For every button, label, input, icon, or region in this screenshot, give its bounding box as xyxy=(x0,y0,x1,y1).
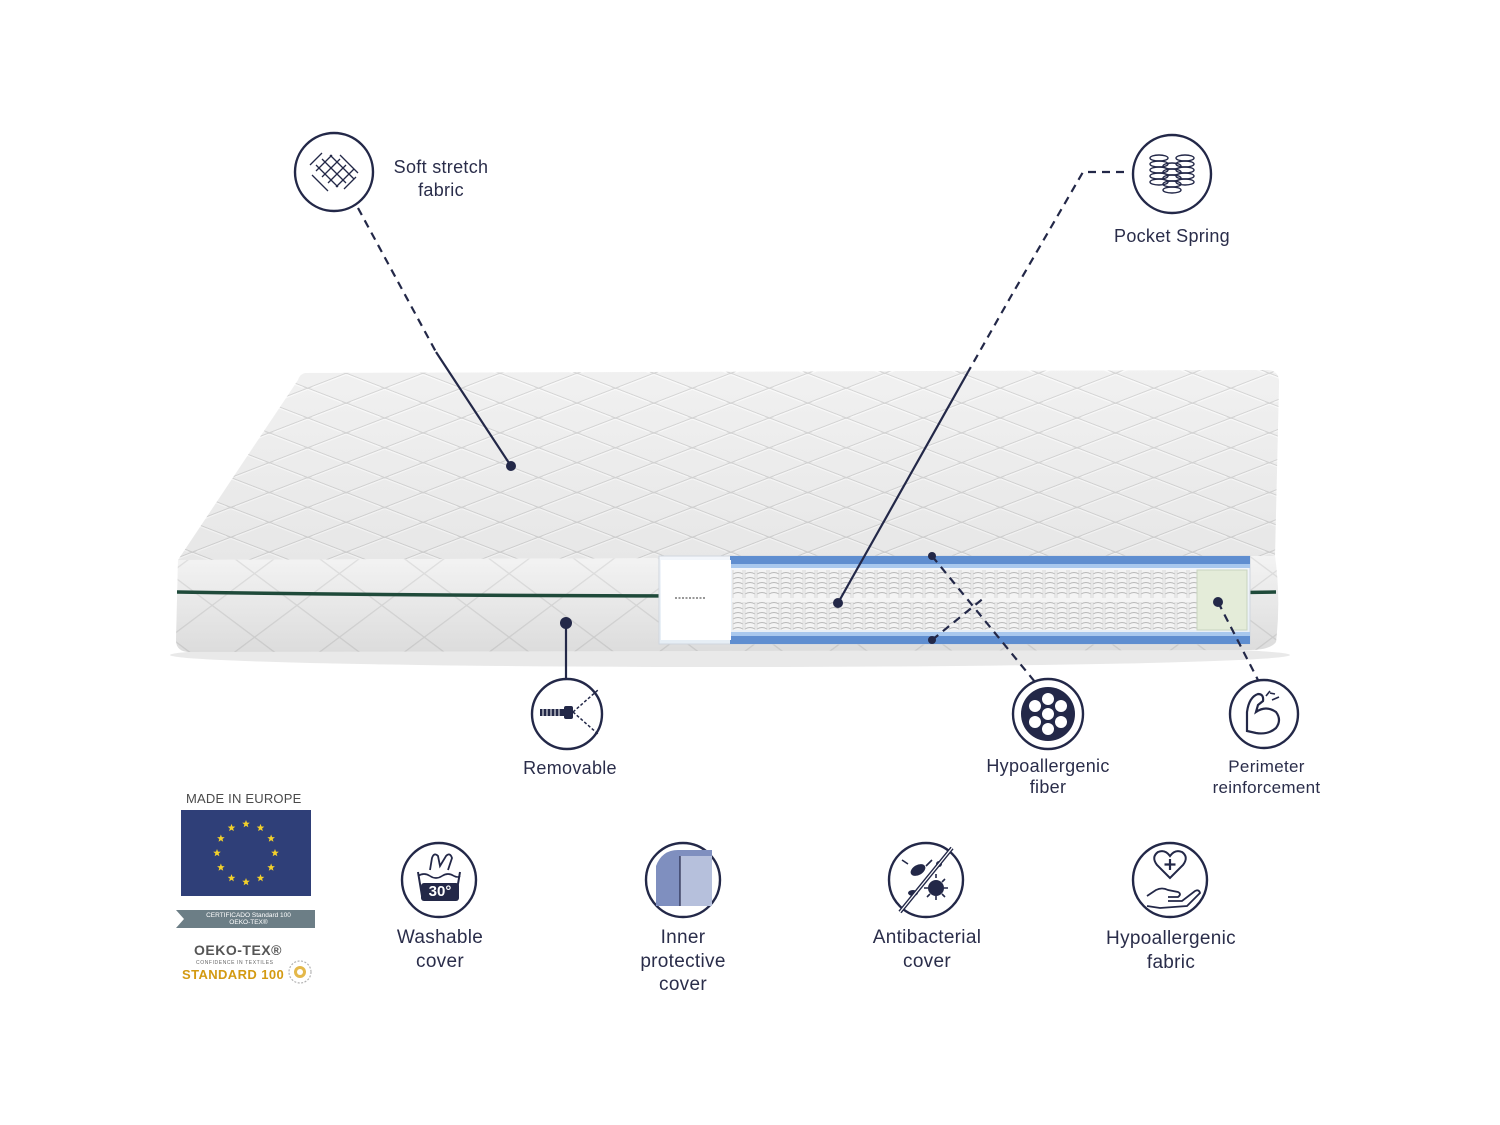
pocket-spring-icon xyxy=(1131,133,1213,215)
eu-star xyxy=(267,834,275,842)
callout-line: Perimeter xyxy=(1228,757,1305,776)
callout-removable: Removable xyxy=(505,757,635,780)
callout-line: reinforcement xyxy=(1212,778,1321,797)
fabric-weave-icon xyxy=(293,131,375,213)
callout-perimeter-reinforcement: Perimeter reinforcement xyxy=(1194,756,1339,798)
eu-star xyxy=(271,849,279,857)
eu-star xyxy=(242,820,250,828)
callout-pocket-spring: Pocket Spring xyxy=(1100,225,1244,248)
callout-line: Hypoallergenic xyxy=(986,756,1110,776)
eu-star xyxy=(227,874,236,882)
feature-line: fabric xyxy=(1146,951,1196,973)
eu-flag xyxy=(181,810,311,896)
eu-star xyxy=(213,849,221,857)
feature-washable-cover: Washable cover xyxy=(374,926,506,973)
feature-hypoallergenic-fabric: Hypoallergenic fabric xyxy=(1090,927,1252,974)
inner-cover-icon xyxy=(644,841,722,919)
oeko-tex-logo-title: OEKO-TEX® xyxy=(194,942,282,958)
feature-line: Inner xyxy=(660,927,706,948)
callout-line: fiber xyxy=(1029,777,1067,797)
feature-antibacterial-cover: Antibacterial cover xyxy=(852,926,1002,973)
mattress-cutaway xyxy=(658,555,1251,645)
callout-soft-stretch-fabric: Soft stretch fabric xyxy=(378,156,504,202)
callout-line: fabric xyxy=(418,180,464,200)
callout-line: Soft stretch xyxy=(393,157,489,177)
zipper-icon xyxy=(530,677,604,751)
eu-star xyxy=(256,823,265,832)
feature-line: cover xyxy=(659,974,707,995)
feature-line: cover xyxy=(416,950,464,972)
callout-line: Removable xyxy=(523,758,617,778)
oeko-tex-tagline: CONFIDENCE IN TEXTILES xyxy=(196,960,274,966)
antibacterial-icon xyxy=(887,841,965,919)
oeko-tex-flower-icon xyxy=(288,960,312,984)
feature-line: Hypoallergenic xyxy=(1106,928,1236,949)
eu-star xyxy=(267,863,275,871)
wash-temp-label: 30° xyxy=(421,883,459,901)
hand-heart-icon xyxy=(1131,841,1209,919)
eu-star xyxy=(217,863,225,871)
fiber-dots-icon xyxy=(1011,677,1085,751)
eu-star xyxy=(242,878,250,886)
certificado-sub-line: OEKO-TEX® xyxy=(229,919,268,926)
feature-line: protective xyxy=(640,950,726,972)
eu-star xyxy=(227,823,236,832)
feature-line: cover xyxy=(903,950,951,972)
certificado-ribbon xyxy=(176,910,315,928)
feature-line: Washable xyxy=(396,927,484,948)
feature-inner-protective-cover: Inner protective cover xyxy=(617,926,749,997)
certificado-line: CERTIFICADO Standard 100 xyxy=(206,912,291,919)
made-in-europe-label: MADE IN EUROPE xyxy=(186,791,302,806)
eu-star xyxy=(256,874,265,882)
flexed-arm-icon xyxy=(1228,678,1300,750)
certificado-text: CERTIFICADO Standard 100 OEKO-TEX® xyxy=(186,912,311,926)
callout-hypoallergenic-fiber: Hypoallergenic fiber xyxy=(968,756,1128,798)
oeko-tex-standard: STANDARD 100 xyxy=(182,967,285,982)
eu-star xyxy=(217,834,225,842)
feature-line: Antibacterial xyxy=(872,927,982,948)
washable-30-icon xyxy=(400,841,478,919)
callout-line: Pocket Spring xyxy=(1114,226,1230,246)
